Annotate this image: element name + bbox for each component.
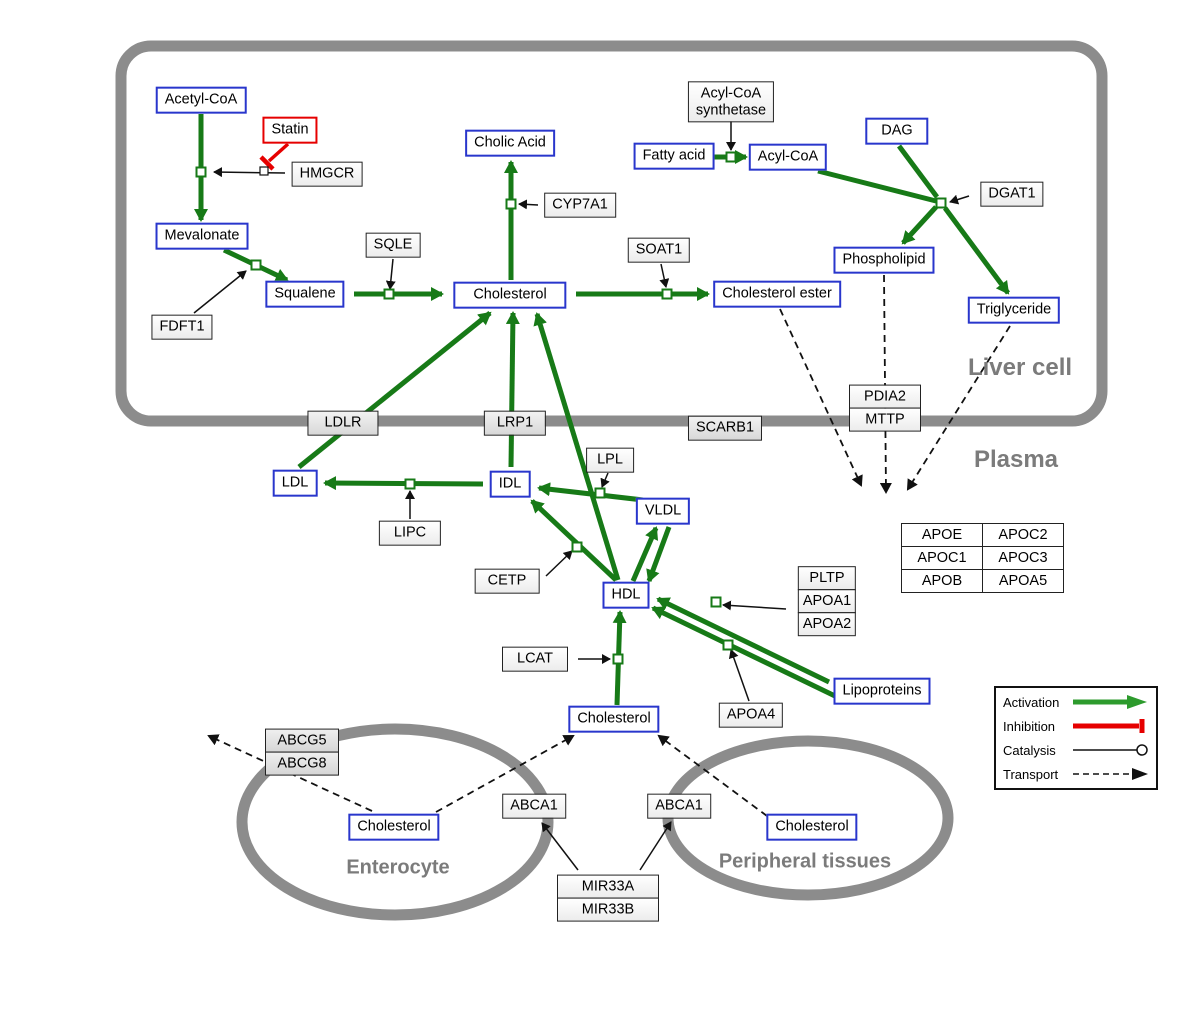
node-cholesterol-ester[interactable]: Cholesterol ester: [713, 280, 841, 308]
acyl-coa-synthetase-line1: Acyl-CoA: [700, 85, 762, 102]
group-mir33: MIR33A MIR33B: [557, 874, 659, 922]
node-cetp[interactable]: CETP: [474, 568, 540, 594]
node-abcg5[interactable]: ABCG5: [265, 728, 339, 753]
legend-row-catalysis: Catalysis: [996, 738, 1156, 762]
node-mir33a[interactable]: MIR33A: [557, 874, 659, 899]
node-idl[interactable]: IDL: [489, 470, 531, 498]
liver-cell-membrane: [115, 40, 1108, 427]
node-ldlr[interactable]: LDLR: [307, 410, 379, 436]
node-lipc[interactable]: LIPC: [378, 520, 442, 546]
group-pdia2-mttp: PDIA2 MTTP: [849, 384, 921, 432]
node-hmgcr[interactable]: HMGCR: [291, 161, 363, 187]
node-hdl[interactable]: HDL: [602, 581, 650, 609]
node-cholesterol-liver[interactable]: Cholesterol: [453, 281, 567, 309]
enterocyte-membrane: [236, 723, 554, 921]
node-squalene[interactable]: Squalene: [265, 280, 345, 308]
node-dgat1[interactable]: DGAT1: [980, 181, 1044, 207]
node-mir33b[interactable]: MIR33B: [557, 897, 659, 922]
legend-inhibition-label: Inhibition: [1003, 718, 1056, 734]
node-abca1-right[interactable]: ABCA1: [647, 793, 711, 819]
legend-transport-label: Transport: [1003, 766, 1059, 782]
apo-cell[interactable]: APOB: [901, 569, 983, 593]
group-abcg5-abcg8: ABCG5 ABCG8: [265, 728, 339, 776]
node-cyp7a1[interactable]: CYP7A1: [544, 192, 616, 218]
apolipoprotein-table: APOE APOC2 APOC1 APOC3 APOB APOA5: [901, 523, 1064, 593]
node-lrp1[interactable]: LRP1: [483, 410, 547, 436]
node-abcg8[interactable]: ABCG8: [265, 751, 339, 776]
node-acyl-coa[interactable]: Acyl-CoA: [748, 143, 828, 171]
node-cholesterol-peripheral[interactable]: Cholesterol: [766, 813, 858, 841]
node-cholesterol-plasma[interactable]: Cholesterol: [568, 705, 660, 733]
node-acetyl-coa[interactable]: Acetyl-CoA: [155, 86, 247, 114]
node-triglyceride[interactable]: Triglyceride: [967, 296, 1061, 324]
node-vldl[interactable]: VLDL: [635, 497, 691, 525]
node-cholesterol-enterocyte[interactable]: Cholesterol: [348, 813, 440, 841]
apo-cell[interactable]: APOC2: [982, 523, 1064, 547]
apo-cell[interactable]: APOE: [901, 523, 983, 547]
node-apoa1[interactable]: APOA1: [797, 589, 857, 613]
node-mevalonate[interactable]: Mevalonate: [155, 222, 249, 250]
reaction-nodes: [195, 151, 947, 665]
legend-row-transport: Transport: [996, 762, 1156, 786]
node-ldl[interactable]: LDL: [272, 469, 318, 497]
inhibition-edge: [259, 142, 290, 171]
node-mttp[interactable]: MTTP: [849, 407, 921, 432]
transport-symbol: [1073, 768, 1148, 780]
activation-edges: [194, 114, 1011, 706]
node-cholic-acid[interactable]: Cholic Acid: [465, 129, 555, 157]
plasma-label: Plasma: [973, 446, 1059, 473]
node-lcat[interactable]: LCAT: [502, 646, 568, 672]
node-apoa4[interactable]: APOA4: [718, 702, 784, 728]
node-pdia2[interactable]: PDIA2: [849, 384, 921, 409]
inhibition-symbol: [1073, 719, 1145, 733]
acyl-coa-synthetase-line2: synthetase: [695, 102, 767, 118]
apo-cell[interactable]: APOC1: [901, 546, 983, 570]
node-pltp[interactable]: PLTP: [797, 566, 857, 591]
catalysis-symbol: [1073, 744, 1148, 756]
legend-row-activation: Activation: [996, 690, 1156, 714]
legend: Activation Inhibition Catalysis Transpor…: [994, 686, 1158, 790]
node-lpl[interactable]: LPL: [586, 447, 634, 473]
liver-cell-label: Liver cell: [967, 354, 1073, 381]
node-scarb1[interactable]: SCARB1: [687, 415, 763, 441]
legend-catalysis-label: Catalysis: [1003, 742, 1056, 758]
catalysis-edges: [193, 120, 970, 871]
enterocyte-label: Enterocyte: [346, 856, 450, 879]
node-statin[interactable]: Statin: [262, 116, 318, 144]
legend-row-inhibition: Inhibition: [996, 714, 1156, 738]
apo-cell[interactable]: APOC3: [982, 546, 1064, 570]
node-dag[interactable]: DAG: [865, 117, 929, 145]
node-abca1-left[interactable]: ABCA1: [502, 793, 566, 819]
node-soat1[interactable]: SOAT1: [627, 237, 691, 263]
legend-activation-label: Activation: [1003, 694, 1060, 710]
node-acyl-coa-synthetase[interactable]: Acyl-CoA synthetase: [687, 81, 775, 123]
node-fatty-acid[interactable]: Fatty acid: [633, 142, 715, 170]
compartment-outlines: [115, 40, 1108, 921]
node-lipoproteins[interactable]: Lipoproteins: [833, 677, 931, 705]
peripheral-tissues-label: Peripheral tissues: [718, 850, 892, 873]
node-fdft1[interactable]: FDFT1: [151, 314, 213, 340]
apo-cell[interactable]: APOA5: [982, 569, 1064, 593]
node-sqle[interactable]: SQLE: [365, 232, 421, 258]
node-apoa2[interactable]: APOA2: [797, 611, 857, 636]
activation-symbol: [1073, 695, 1147, 709]
node-phospholipid[interactable]: Phospholipid: [833, 246, 935, 274]
group-pltp-apoa: PLTP APOA1 APOA2: [797, 566, 857, 636]
